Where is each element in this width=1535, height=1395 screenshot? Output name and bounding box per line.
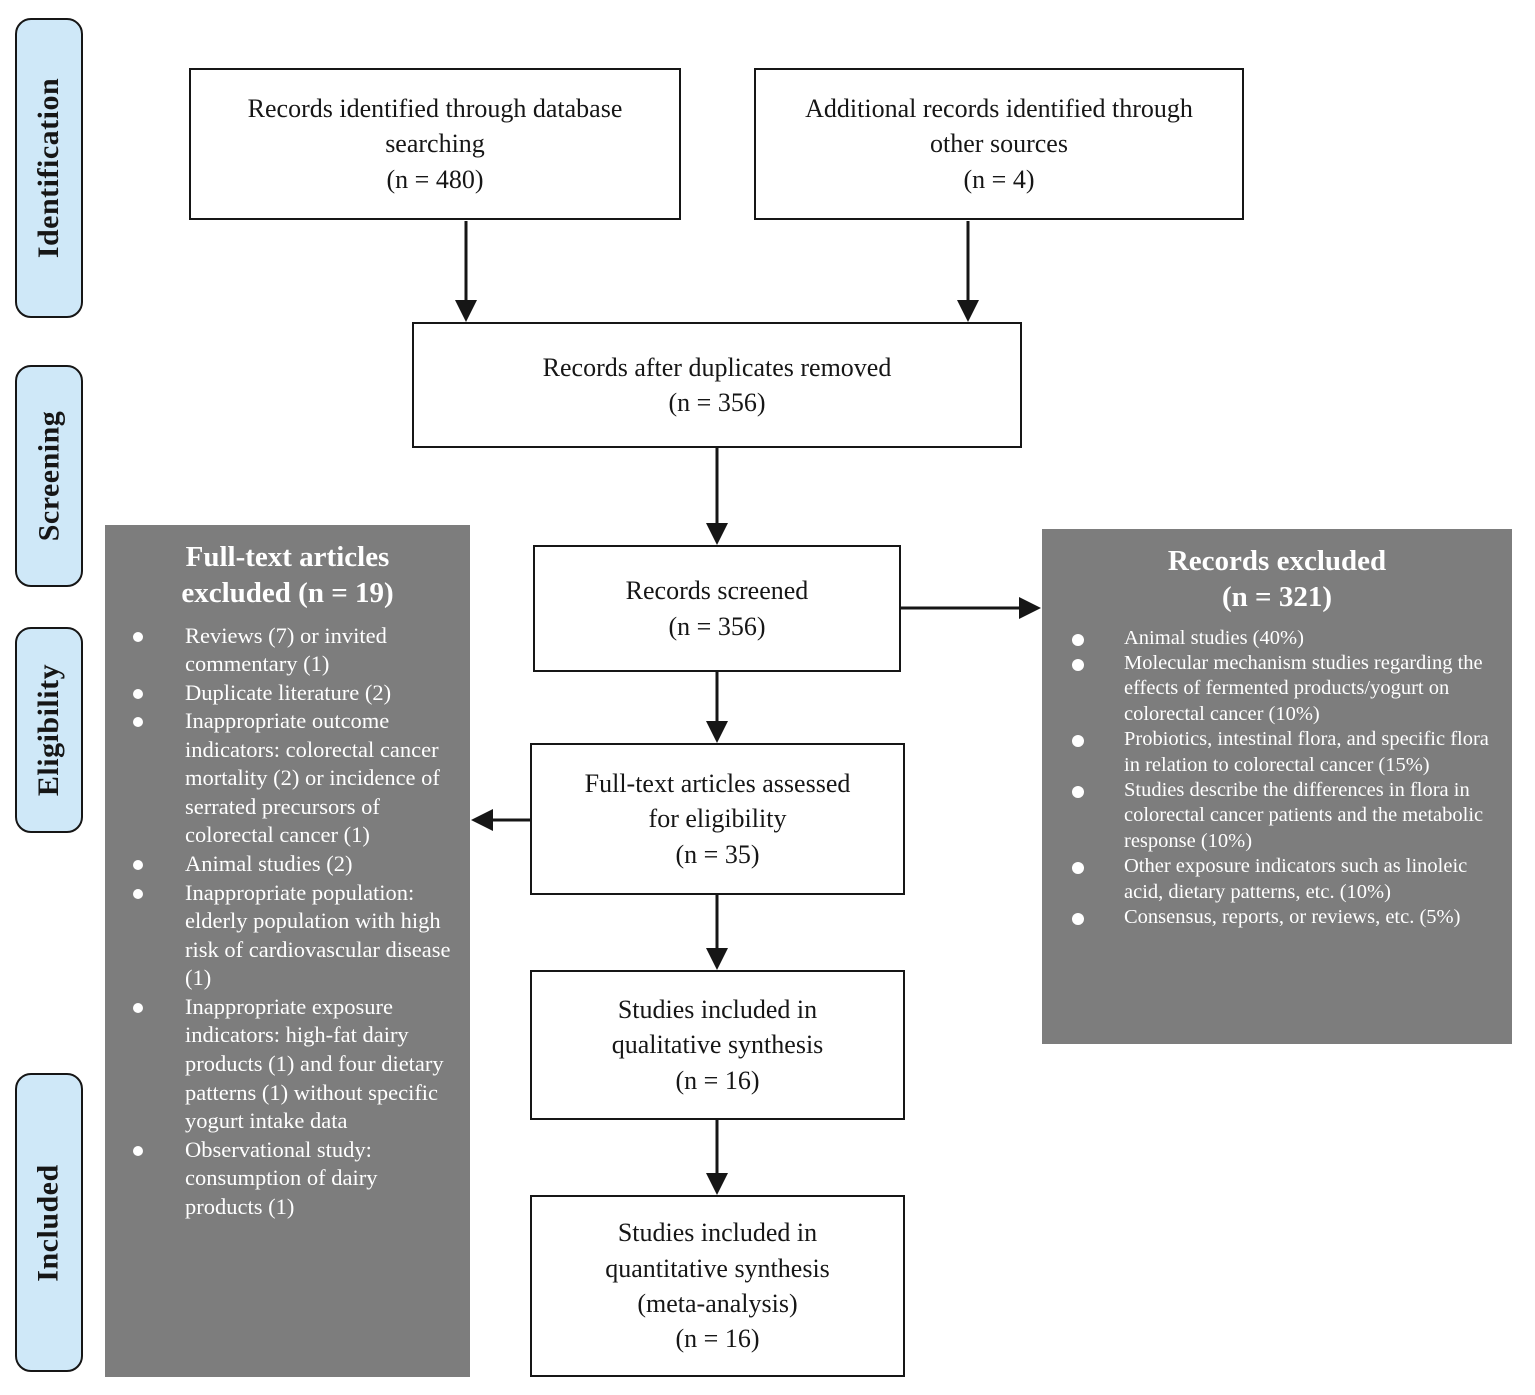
box-records-identified-database: Records identified through database sear…	[189, 68, 681, 220]
box-line: Records identified through database	[247, 93, 623, 123]
arrow-fulltext-to-qualitative	[706, 895, 728, 970]
box-records-screened: Records screened (n = 356)	[533, 545, 901, 672]
box-line: for eligibility	[648, 804, 787, 834]
stage-eligibility-label: Eligibility	[32, 663, 66, 797]
box-line: Studies included in	[617, 994, 818, 1024]
excluded-reason-item: Duplicate literature (2)	[105, 679, 470, 708]
panel-title-line: Records excluded	[1167, 545, 1387, 577]
box-count: (n = 35)	[675, 839, 760, 869]
excluded-reason-item: Reviews (7) or invited commentary (1)	[105, 622, 470, 679]
arrow-duplicates-to-screened	[706, 448, 728, 545]
box-line: Records screened	[625, 576, 809, 606]
excluded-reason-item: Inappropriate outcome indicators: colore…	[105, 707, 470, 850]
stage-included-label: Included	[32, 1163, 66, 1282]
panel-records-excluded: Records excluded (n = 321) Animal studie…	[1042, 529, 1512, 1044]
arrow-screened-to-records-excluded	[901, 597, 1041, 619]
excluded-reason-item: Probiotics, intestinal flora, and specif…	[1042, 727, 1512, 778]
box-line: searching	[385, 129, 485, 159]
box-line: Full-text articles assessed	[584, 768, 851, 798]
box-line: other sources	[930, 129, 1068, 159]
records-excluded-reasons-list: Animal studies (40%)Molecular mechanism …	[1042, 626, 1512, 931]
arrow-database-to-duplicates	[455, 221, 477, 322]
box-count: (n = 480)	[386, 164, 484, 194]
panel-title-line: (n = 321)	[1222, 581, 1332, 614]
box-count: (n = 16)	[675, 1324, 760, 1354]
fulltext-excluded-reasons-list: Reviews (7) or invited commentary (1)Dup…	[105, 622, 470, 1222]
panel-fulltext-excluded: Full-text articles excluded (n = 19) Rev…	[105, 525, 470, 1377]
excluded-reason-item: Observational study: consumption of dair…	[105, 1136, 470, 1222]
panel-title-line: Full-text articles	[185, 541, 390, 573]
box-additional-records: Additional records identified through ot…	[754, 68, 1244, 220]
excluded-reason-item: Animal studies (2)	[105, 850, 470, 879]
box-line: Studies included in	[617, 1218, 818, 1248]
arrow-fulltext-to-fulltext-excluded	[471, 809, 530, 831]
box-fulltext-assessed: Full-text articles assessed for eligibil…	[530, 743, 905, 895]
panel-records-excluded-title: Records excluded (n = 321)	[1042, 543, 1512, 616]
stage-included: Included	[15, 1073, 83, 1372]
stage-screening-label: Screening	[32, 410, 66, 542]
box-line: qualitative synthesis	[611, 1030, 824, 1060]
excluded-reason-item: Inappropriate population: elderly popula…	[105, 879, 470, 993]
panel-fulltext-excluded-title: Full-text articles excluded (n = 19)	[105, 539, 470, 612]
box-line: quantitative synthesis	[605, 1253, 830, 1283]
excluded-reason-item: Animal studies (40%)	[1042, 626, 1512, 651]
box-line: Additional records identified through	[805, 93, 1193, 123]
excluded-reason-item: Molecular mechanism studies regarding th…	[1042, 651, 1512, 727]
box-duplicates-removed: Records after duplicates removed (n = 35…	[412, 322, 1022, 448]
box-count: (n = 16)	[675, 1065, 760, 1095]
box-line: (meta-analysis)	[637, 1289, 798, 1318]
panel-title-line: excluded (n = 19)	[181, 577, 394, 610]
arrow-qualitative-to-quantitative	[706, 1120, 728, 1195]
excluded-reason-item: Inappropriate exposure indicators: high-…	[105, 993, 470, 1136]
box-count: (n = 356)	[668, 611, 766, 641]
excluded-reason-item: Consensus, reports, or reviews, etc. (5%…	[1042, 905, 1512, 930]
box-line: Records after duplicates removed	[542, 352, 892, 382]
arrow-other-sources-to-duplicates	[957, 221, 979, 322]
stage-screening: Screening	[15, 365, 83, 587]
arrow-screened-to-fulltext	[706, 672, 728, 743]
box-count: (n = 356)	[668, 388, 766, 417]
stage-identification: Identification	[15, 18, 83, 318]
excluded-reason-item: Other exposure indicators such as linole…	[1042, 854, 1512, 905]
box-quantitative-synthesis: Studies included in quantitative synthes…	[530, 1195, 905, 1377]
box-qualitative-synthesis: Studies included in qualitative synthesi…	[530, 970, 905, 1120]
stage-identification-label: Identification	[32, 77, 65, 259]
excluded-reason-item: Studies describe the differences in flor…	[1042, 778, 1512, 854]
stage-eligibility: Eligibility	[15, 627, 83, 833]
box-count: (n = 4)	[963, 164, 1035, 194]
